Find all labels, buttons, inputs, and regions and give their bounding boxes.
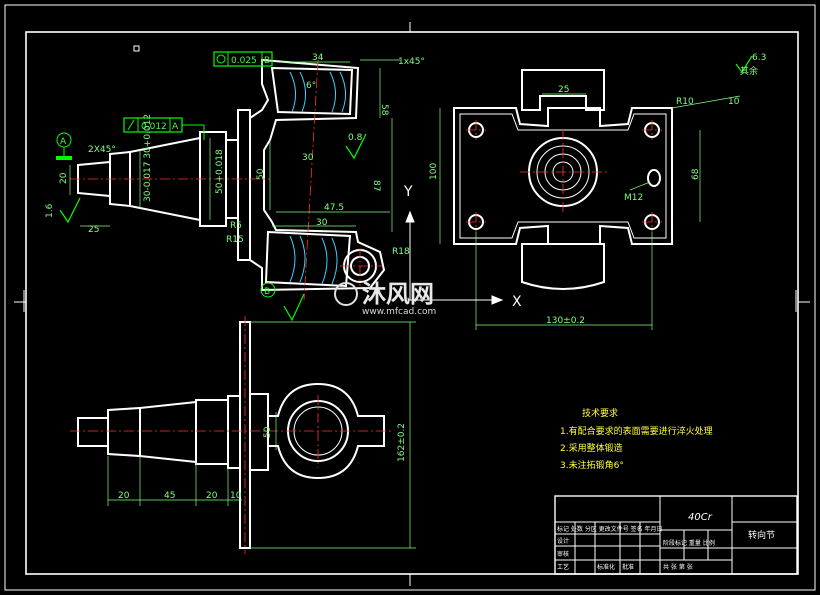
front-view <box>77 58 386 292</box>
watermark-url: www.mfcad.com <box>362 307 436 317</box>
dim-100: 100 <box>429 163 439 180</box>
top-centerlines <box>466 120 662 232</box>
dim-r15: R15 <box>226 235 244 245</box>
side-centerlines <box>70 316 392 554</box>
front-dimensions <box>69 59 400 232</box>
side-view <box>77 321 385 549</box>
tb-row1: 标记 处数 分区 更改文件号 签名 年月日 <box>557 525 663 533</box>
dim-r10: R10 <box>676 97 694 107</box>
tb-row3: 审核 <box>557 550 569 558</box>
dim-50-side: 50 <box>263 426 273 438</box>
title-block <box>554 495 798 575</box>
watermark-brand: 沐风网 <box>362 280 434 308</box>
dim-r5: R5 <box>230 221 242 231</box>
dim-1-6: 1.6 <box>45 203 55 218</box>
dim-shaft-fit: 50+0.018 <box>215 149 225 194</box>
tolerance-top: 0.025 B <box>213 51 273 67</box>
tb-stage: 阶段标记 重量 比例 <box>663 539 715 547</box>
note-item-2: 2.采用整体锻造 <box>560 442 623 454</box>
dim-47-5: 47.5 <box>324 203 344 213</box>
top-dim-labels: 25 R10 10 100 68 M12 130±0.2 其余 6.3 <box>429 53 766 326</box>
dim-chamfer-left: 2X45° <box>88 145 116 155</box>
note-item-3: 3.未注拓锻角6° <box>560 459 624 471</box>
datum-b: B <box>260 282 276 298</box>
dim-w34: 34 <box>312 53 324 63</box>
tol-top-ref: B <box>264 56 270 66</box>
rest-label: 其余 <box>740 65 758 77</box>
axis-y-label: Y <box>403 184 413 200</box>
dim-taper: 30-0.017 30+0.012 <box>143 114 153 202</box>
tol-left-value: 0.012 <box>141 122 167 132</box>
axes: Y X <box>403 184 522 310</box>
technical-notes: 技术要求 1.有配合要求的表面需要进行淬火处理 2.采用整体锻造 3.未注拓锻角… <box>560 407 713 471</box>
tol-left-ref: A <box>172 122 179 132</box>
dim-130: 130±0.2 <box>546 316 585 326</box>
dim-angle6: 6° <box>306 81 316 91</box>
top-dimensions <box>439 93 741 330</box>
dim-r18: R18 <box>392 247 410 257</box>
dim-50-front: 50 <box>256 168 266 180</box>
svg-text:B: B <box>264 287 270 297</box>
front-dim-labels: 34 1x45° 6° 58 0.8 87 30 50 47.5 30 R15 … <box>45 53 425 257</box>
tolerance-left: 0.012 A <box>123 117 205 140</box>
dim-10: 10 <box>728 97 740 107</box>
dim-20: 20 <box>59 172 69 184</box>
watermark: 沐风网 www.mfcad.com <box>334 280 436 317</box>
dim-b45: 45 <box>164 491 175 501</box>
dim-b20b: 20 <box>206 491 218 501</box>
dim-58: 58 <box>379 104 389 116</box>
dim-162: 162±0.2 <box>397 423 407 462</box>
front-centerlines <box>70 59 382 301</box>
dim-chamfer-right: 1x45° <box>398 57 425 67</box>
drawing-name: 转向节 <box>748 529 775 541</box>
tb-std: 标准化 <box>597 563 615 571</box>
tb-row2: 设计 <box>557 537 569 545</box>
tol-top-value: 0.025 <box>231 56 257 66</box>
dim-87: 87 <box>371 180 381 191</box>
tb-sheet: 共 张 第 张 <box>663 563 693 571</box>
dim-25-top: 25 <box>558 85 569 95</box>
dim-30-low: 30 <box>316 218 328 228</box>
dim-68: 68 <box>691 168 701 180</box>
dim-25: 25 <box>88 225 99 235</box>
notes-title: 技术要求 <box>582 407 618 419</box>
tb-row4: 工艺 <box>557 563 569 571</box>
rest-roughness: 6.3 <box>752 53 766 63</box>
dim-m12: M12 <box>624 193 643 203</box>
side-dimensions <box>107 321 416 549</box>
drawing-frame <box>4 4 816 591</box>
dim-b10: 10 <box>230 491 242 501</box>
dim-r08: 0.8 <box>348 133 363 143</box>
note-item-1: 1.有配合要求的表面需要进行淬火处理 <box>560 425 713 437</box>
material-label: 40Cr <box>688 512 713 523</box>
front-hatch <box>289 71 346 285</box>
dim-30-front: 30 <box>302 153 314 163</box>
datum-a: A <box>56 132 72 160</box>
svg-text:A: A <box>60 137 67 147</box>
roughness-symbols <box>59 55 753 322</box>
axis-x-label: X <box>512 294 522 310</box>
side-dim-labels: 20 45 20 10 162±0.2 50 <box>118 423 407 501</box>
title-block-text: 40Cr 转向节 标记 处数 分区 更改文件号 签名 年月日 设计 审核 工艺 … <box>557 512 775 571</box>
dim-b20a: 20 <box>118 491 130 501</box>
tb-approve: 批准 <box>622 563 634 571</box>
